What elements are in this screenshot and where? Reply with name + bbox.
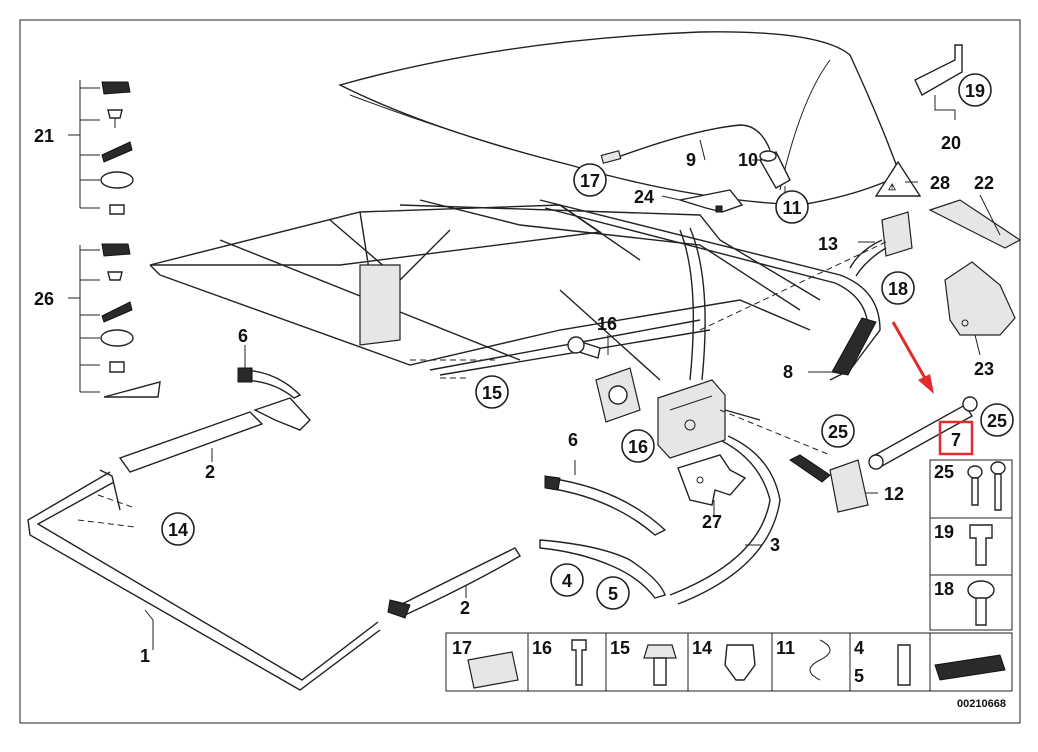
callout-label-6-6: 6: [238, 326, 248, 346]
callout-label-5-41: 5: [854, 666, 864, 686]
callout-label-7-8: 7: [951, 430, 961, 450]
callout-label-18-34: 18: [934, 579, 954, 599]
roof-frame: [149, 199, 821, 381]
callout-label-9-10: 9: [686, 150, 696, 170]
seal-1: [27, 469, 381, 691]
bracket-19-20: [914, 44, 963, 120]
callout-label-3-3: 3: [770, 535, 780, 555]
highlight-arrow: [891, 321, 934, 394]
callout-label-25-28: 25: [987, 411, 1007, 431]
callout-label-17-19: 17: [580, 171, 600, 191]
diagram-code: 00210668: [957, 698, 1006, 710]
seal-4-5: [539, 539, 666, 599]
callout-label-6-7: 6: [568, 430, 578, 450]
callout-label-10-11: 10: [738, 150, 758, 170]
callout-label-20-22: 20: [941, 133, 961, 153]
switch-13-18: [849, 211, 913, 277]
cover-22: [928, 199, 1022, 249]
weatherstrip-8: [539, 199, 881, 381]
switch-12: [789, 454, 869, 513]
seal-6-upper: [237, 367, 302, 399]
bracket-27: [677, 454, 747, 506]
callout-label-1-0: 1: [140, 646, 150, 666]
callout-label-19-21: 19: [965, 81, 985, 101]
bracket-23: [944, 261, 1016, 336]
callout-label-25-32: 25: [934, 462, 954, 482]
seal-3: [669, 435, 781, 605]
callout-label-15-37: 15: [610, 638, 630, 658]
callout-label-18-20: 18: [888, 279, 908, 299]
callout-label-22-24: 22: [974, 173, 994, 193]
callout-label-12-13: 12: [884, 484, 904, 504]
callout-label-11-12: 11: [782, 198, 801, 218]
label-circles: [161, 73, 1014, 610]
legend-right: [929, 459, 1013, 631]
callout-label-27-30: 27: [702, 512, 722, 532]
callout-label-26-29: 26: [34, 289, 54, 309]
callout-label-16-17: 16: [597, 314, 617, 334]
soft-top-cover: [338, 31, 901, 206]
clip-group-21: [68, 80, 134, 215]
callout-label-8-9: 8: [783, 362, 793, 382]
legend-bottom: [445, 632, 1013, 692]
callout-label-14-38: 14: [692, 638, 712, 658]
callout-label-28-31: 28: [930, 173, 950, 193]
bracket-24: [679, 189, 744, 213]
callout-label-2-1: 2: [205, 462, 215, 482]
svg-text:⚠: ⚠: [888, 182, 896, 192]
highlight-box: [938, 420, 974, 456]
hinge-bracket-16: [657, 379, 761, 459]
callout-label-16-36: 16: [532, 638, 552, 658]
callout-label-5-5: 5: [608, 584, 618, 604]
callout-label-24-26: 24: [634, 187, 654, 207]
warning-label-28: ⚠: [874, 160, 922, 197]
callout-label-15-16: 15: [482, 383, 502, 403]
callout-label-16-18: 16: [628, 437, 648, 457]
plug-10-11: [759, 150, 791, 189]
callout-label-13-14: 13: [818, 234, 838, 254]
seal-2-lower: [387, 547, 521, 619]
clip-group-26: [68, 243, 161, 398]
callout-label-21-23: 21: [34, 126, 54, 146]
seal-6-lower: [544, 475, 667, 536]
gas-strut-7: [868, 396, 978, 470]
callout-label-4-4: 4: [562, 571, 572, 591]
leader-lines: [77, 139, 1001, 650]
callout-label-25-27: 25: [828, 422, 848, 442]
callout-label-23-25: 23: [974, 359, 994, 379]
callout-label-19-33: 19: [934, 522, 954, 542]
diagram-frame: [19, 19, 1021, 724]
gasket-plate-16: [567, 336, 641, 423]
seal-2-upper: [118, 397, 311, 473]
callout-label-14-15: 14: [168, 520, 188, 540]
callout-label-4-40: 4: [854, 638, 864, 658]
callout-label-2-2: 2: [460, 598, 470, 618]
callout-label-17-35: 17: [452, 638, 472, 658]
callout-label-11-39: 11: [776, 638, 795, 658]
